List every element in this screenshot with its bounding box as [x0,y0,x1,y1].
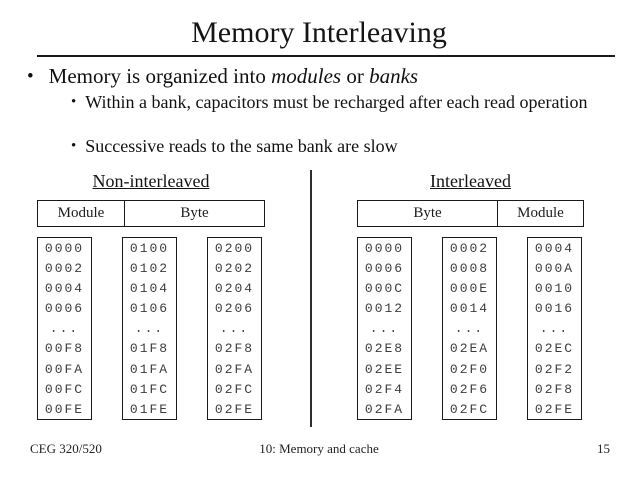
hex-address-cell: 0010 [534,281,575,297]
hex-address-cell: 0002 [44,261,85,277]
main-bullet-segment-italic: modules [271,64,342,88]
header-cell-byte: Byte [124,201,264,226]
bullet-icon: • [71,138,77,154]
hex-address-cell: 0100 [129,241,170,256]
hex-address-cell: 02FA [364,401,405,417]
hex-address-cell: ... [134,321,165,337]
non-interleaved-module-1: 0100 0102 0104 0106... 01F8 01FA 01FC 01FE [122,237,177,420]
hex-address-cell: 01F8 [129,341,170,357]
hex-address-cell: 0006 [364,261,405,277]
bullet-icon: • [27,66,34,87]
hex-address-cell: ... [49,321,80,337]
main-bullet-segment-italic: banks [369,64,419,88]
hex-address-cell: 02FC [449,401,490,417]
hex-address-cell: 02E8 [364,341,405,357]
hex-address-cell: 000A [534,261,575,277]
hex-address-cell: 02F2 [534,361,575,377]
hex-address-cell: 02FE [534,401,575,417]
hex-address-cell: 0002 [449,241,490,256]
hex-address-cell: 0000 [44,241,85,256]
header-cell-byte: Byte [413,205,442,221]
bullet-icon: • [71,94,77,110]
hex-address-cell: 02F0 [449,361,490,377]
hex-address-cell: 01FC [129,381,170,397]
main-bullet-text: Memory is organized into modules or bank… [49,64,418,89]
hex-address-cell: ... [454,321,485,337]
hex-address-cell: 0204 [214,281,255,297]
page-title: Memory Interleaving [191,16,447,49]
header-cell-module: Module [57,205,105,221]
non-interleaved-module-0: 0000 0002 0004 0006... 00F8 00FA 00FC 00FE [37,237,92,420]
hex-address-cell: ... [219,321,250,337]
hex-address-cell: 02F4 [364,381,405,397]
interleaved-module-2: 0004 000A 0010 0016... 02EC 02F2 02F8 02FE [527,237,582,420]
hex-address-cell: 0008 [449,261,490,277]
hex-address-cell: 01FA [129,361,170,377]
hex-address-cell: 02F8 [214,341,255,357]
hex-address-cell: 0200 [214,241,255,256]
hex-address-cell: 0012 [364,301,405,317]
footer-chapter: 10: Memory and cache [259,441,379,456]
hex-address-cell: ... [539,321,570,337]
hex-address-cell: 02EC [534,341,575,357]
hex-address-cell: 00FC [44,381,85,397]
interleaved-header: Byte Module [357,200,584,227]
hex-address-cell: 02F8 [534,381,575,397]
hex-address-cell: ... [369,321,400,337]
hex-address-cell: 0006 [44,301,85,317]
header-cell-module: Module [497,201,583,226]
interleaved-module-0: 0000 0006 000C 0012... 02E8 02EE 02F4 02FA [357,237,412,420]
main-bullet-segment: Memory is organized into [48,64,272,88]
section-label-non-interleaved: Non-interleaved [92,171,210,191]
hex-address-cell: 00F8 [44,341,85,357]
hex-address-cell: 00FA [44,361,85,377]
hex-address-cell: 0014 [449,301,490,317]
footer-course: CEG 320/520 [30,441,102,456]
hex-address-cell: 0206 [214,301,255,317]
hex-address-cell: 00FE [44,401,85,417]
hex-address-cell: 02FC [214,381,255,397]
footer-page-number: 15 [597,441,610,456]
interleaved-module-1: 0002 0008 000E 0014... 02EA 02F0 02F6 02FC [442,237,497,420]
hex-address-cell: 000E [449,281,490,297]
hex-address-cell: 02EE [364,361,405,377]
sub-bullet-item: • Within a bank, capacitors must be rech… [71,93,600,112]
hex-address-cell: 02EA [449,341,490,357]
hex-address-cell: 02FA [214,361,255,377]
vertical-divider [310,170,312,427]
section-label-interleaved: Interleaved [430,171,511,191]
non-interleaved-header: Module Byte [37,200,265,227]
hex-address-cell: 0202 [214,261,255,277]
hex-address-cell: 01FE [129,401,170,417]
hex-address-cell: 02FE [214,401,255,417]
non-interleaved-module-2: 0200 0202 0204 0206... 02F8 02FA 02FC 02FE [207,237,262,420]
sub-bullet-text: Within a bank, capacitors must be rechar… [85,92,588,112]
hex-address-cell: 0004 [44,281,85,297]
hex-address-cell: 0106 [129,301,170,317]
hex-address-cell: 0102 [129,261,170,277]
title-divider [37,55,615,57]
sub-bullet-text: Successive reads to the same bank are sl… [85,136,398,156]
hex-address-cell: 0016 [534,301,575,317]
sub-bullet-item: • Successive reads to the same bank are … [71,137,600,156]
main-bullet: • Memory is organized into modules or ba… [27,64,418,89]
hex-address-cell: 000C [364,281,405,297]
hex-address-cell: 0104 [129,281,170,297]
hex-address-cell: 0000 [364,241,405,256]
hex-address-cell: 0004 [534,241,575,256]
main-bullet-segment: or [341,64,370,88]
hex-address-cell: 02F6 [449,381,490,397]
